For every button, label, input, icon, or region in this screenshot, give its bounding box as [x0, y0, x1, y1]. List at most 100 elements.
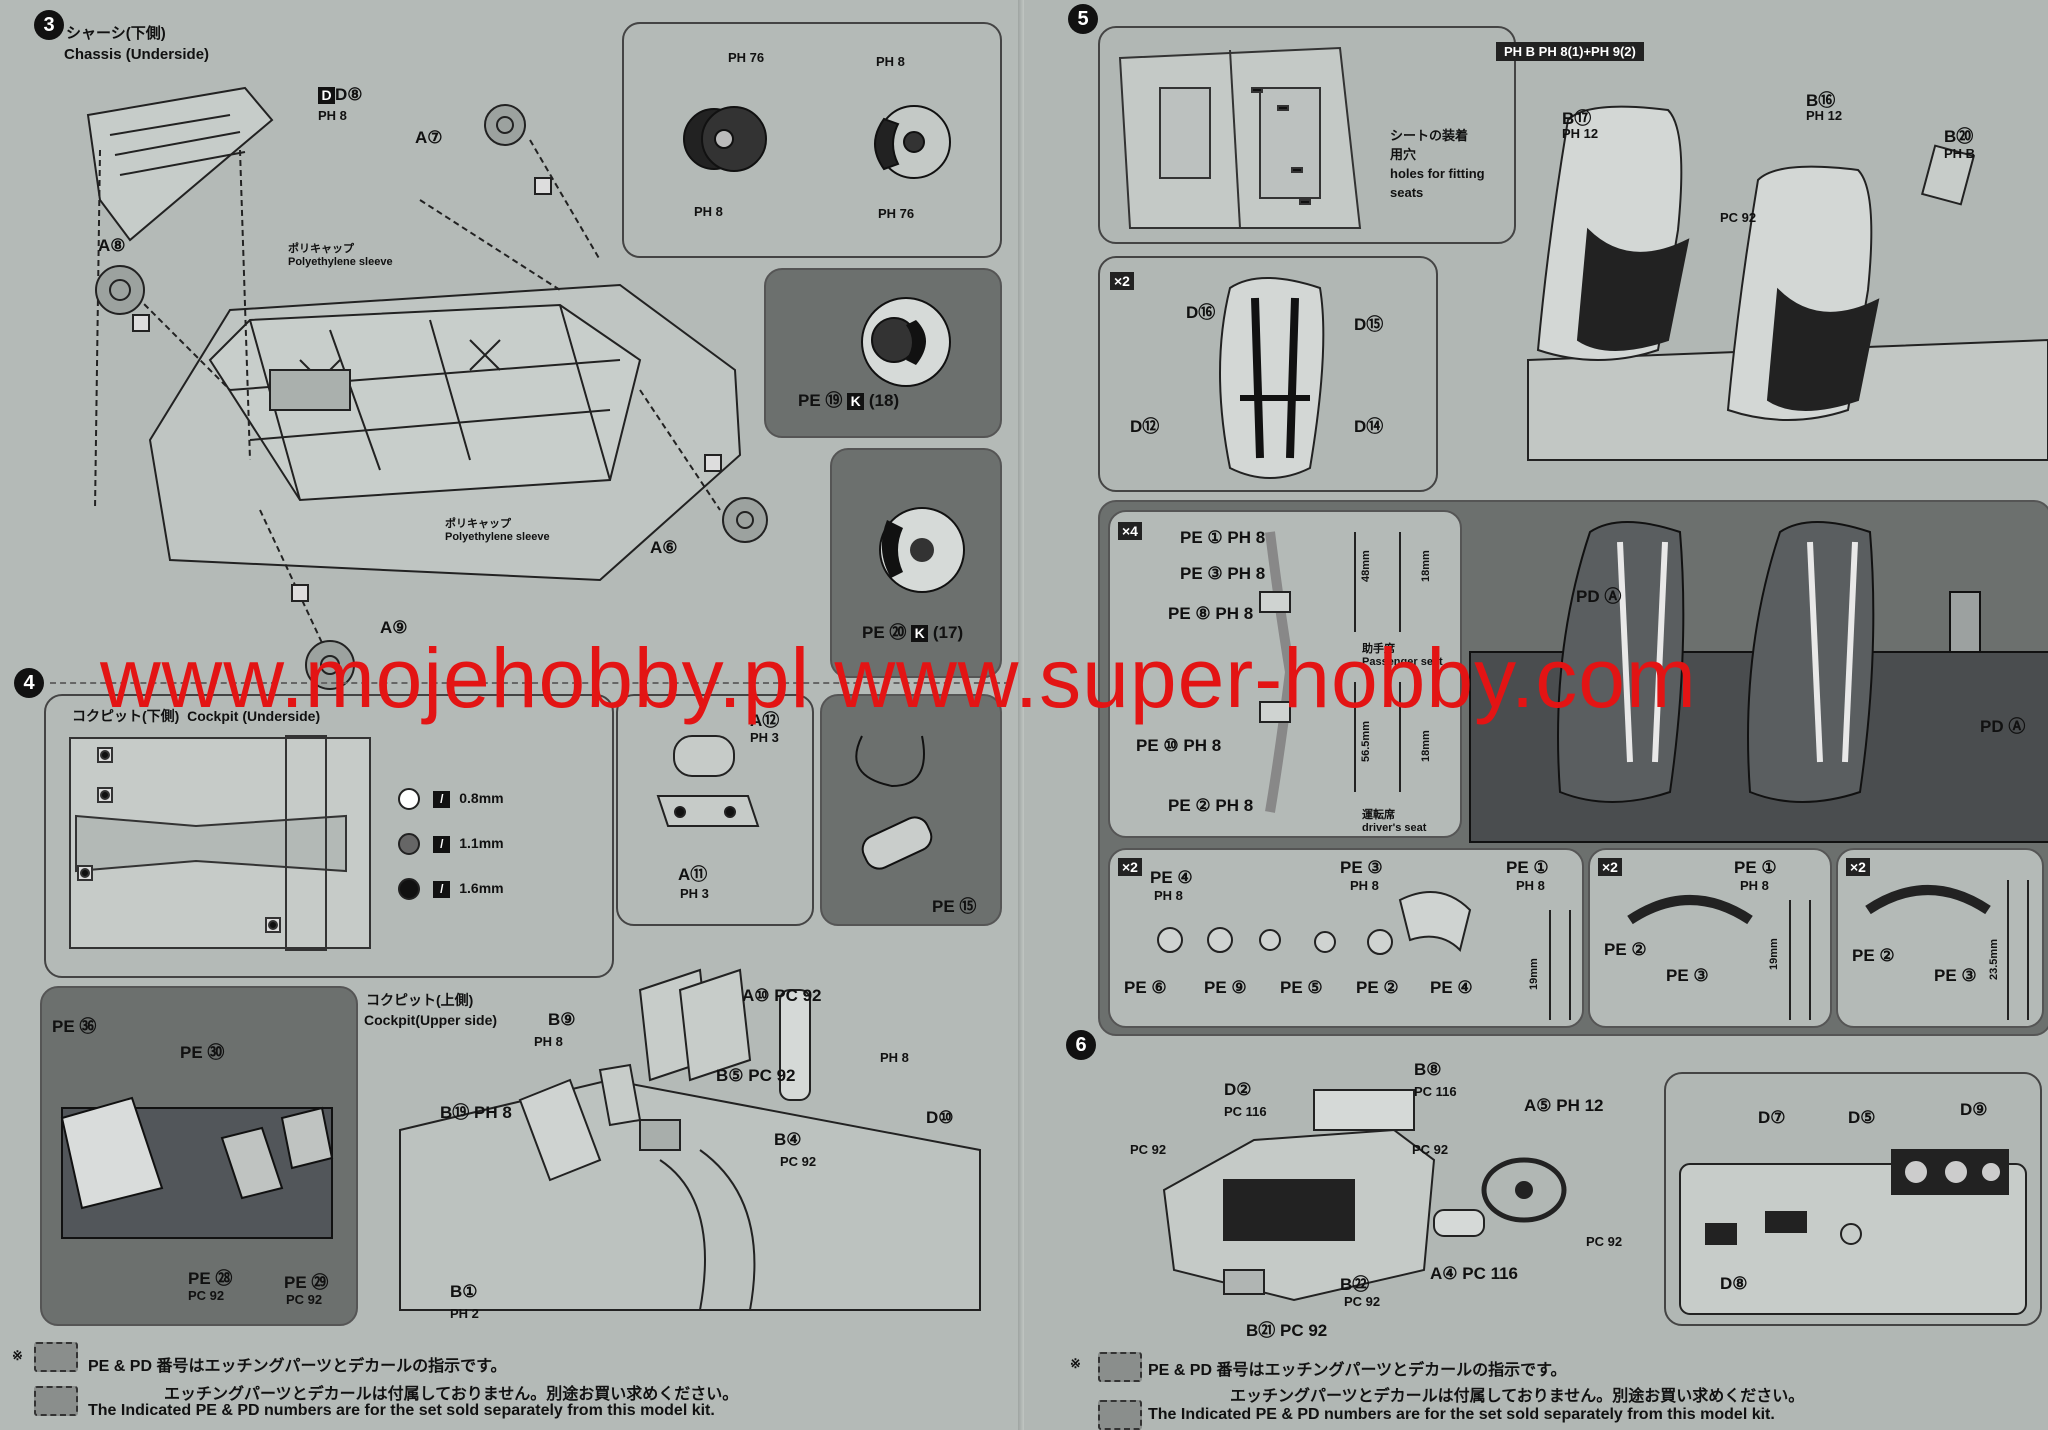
- passenger-seat-en: Passenger seat: [1362, 656, 1443, 668]
- poly-sleeve-en-1: Polyethylene sleeve: [288, 256, 393, 268]
- label-p2-pe2: PE ②: [1604, 940, 1647, 959]
- label-s6-a4: A④ PC 116: [1430, 1264, 1519, 1283]
- label-p2-pe1: PE ①: [1734, 858, 1777, 877]
- footer-mark-left: ※: [12, 1348, 23, 1363]
- label-ph3-a11: PH 3: [680, 886, 709, 901]
- drill-row-11: / 1.1mm: [398, 833, 504, 855]
- chassis-underside-drawing: [86, 86, 768, 690]
- watermark-text: www.mojehobby.pl www.super-hobby.com: [100, 631, 1697, 725]
- label-p3-pe3: PE ③: [1934, 966, 1977, 985]
- label-p3-pe2: PE ②: [1852, 946, 1895, 965]
- label-pc92-pe29: PC 92: [286, 1292, 323, 1307]
- seat-holes-label-en: holes for fitting seats: [1390, 166, 1485, 200]
- seat-holes-label-jp: シートの装着 用穴: [1390, 128, 1469, 162]
- footer-swatch-left-1: [34, 1342, 78, 1372]
- pe15-detail-box: PE ⑮: [820, 694, 1002, 926]
- label-b19: B⑲ PH 8: [440, 1103, 512, 1122]
- dim-19mm-a: 19mm: [1528, 958, 1540, 990]
- footer-mark-right: ※: [1070, 1356, 1081, 1371]
- label-p1-pe5: PE ⑤: [1280, 978, 1323, 997]
- label-p1-pe4: PE ④: [1150, 868, 1193, 887]
- passenger-seat-jp: 助手席: [1362, 643, 1395, 655]
- label-ph2-b1: PH 2: [450, 1306, 479, 1321]
- poly-sleeve-note-2: ポリキャップ Polyethylene sleeve: [445, 515, 550, 543]
- belt-part-box-1: ×2 PE ④ PH 8 PE ③ PH 8 PE ① PH 8 PE ⑥ PE…: [1108, 848, 1584, 1028]
- label-ph3-a12: PH 3: [750, 730, 779, 745]
- belt-box-3-multiplier: ×2: [1846, 858, 1870, 876]
- label-a7: A⑦: [415, 128, 443, 147]
- label-d12: D⑫: [1130, 417, 1160, 436]
- label-p1-ph8b: PH 8: [1350, 878, 1379, 893]
- label-pda-2: PD Ⓐ: [1980, 717, 2026, 736]
- step-6-number: 6: [1066, 1030, 1096, 1060]
- label-p2-pe3: PE ③: [1666, 966, 1709, 985]
- label-x4-pe2: PE ② PH 8: [1168, 796, 1254, 815]
- footer-swatch-right-2: [1098, 1400, 1142, 1430]
- label-b1: B①: [450, 1282, 478, 1301]
- belt-x4-multiplier: ×4: [1118, 522, 1142, 540]
- seats-install-drawing: [1527, 105, 2048, 461]
- label-ph8-b9: PH 8: [534, 1034, 563, 1049]
- label-ph12-b17: PH 12: [1562, 126, 1599, 141]
- label-p1-pe3: PE ③: [1340, 858, 1383, 877]
- drill-row-16: / 1.6mm: [398, 878, 504, 900]
- label-d14: D⑭: [1354, 417, 1384, 436]
- poly-sleeve-note-1: ポリキャップ Polyethylene sleeve: [288, 240, 393, 268]
- drill-hole-icon-16: [398, 878, 420, 900]
- step-3-title-jp: シャーシ(下側): [66, 25, 166, 42]
- dashboard-decal-drawing: [1679, 1149, 2027, 1315]
- label-p1-ph8a: PH 8: [1154, 888, 1183, 903]
- floor-pan-drawing: [1118, 46, 1362, 229]
- label-s6-pc116a: PC 116: [1224, 1104, 1267, 1119]
- footer-en-right: The Indicated PE & PD numbers are for th…: [1148, 1406, 1775, 1423]
- poly-sleeve-en-2: Polyethylene sleeve: [445, 531, 550, 543]
- label-ph12-b16: PH 12: [1806, 108, 1843, 123]
- label-b17: B⑰: [1562, 109, 1592, 128]
- horn-drawing: [656, 735, 760, 827]
- label-p2-ph8: PH 8: [1740, 878, 1769, 893]
- label-s6-b8: B⑧: [1414, 1060, 1442, 1079]
- label-ph8-extinguisher: PH 8: [880, 1050, 909, 1065]
- belt-part-box-2: ×2 PE ① PH 8 PE ② PE ③ 19mm: [1588, 848, 1832, 1028]
- dashboard-drawing: [1162, 1089, 1567, 1302]
- footer-swatch-left-2: [34, 1386, 78, 1416]
- driver-seat-en: driver's seat: [1362, 822, 1427, 834]
- dim-18mm-a: 18mm: [1420, 550, 1432, 582]
- step-3-number: 3: [34, 10, 64, 40]
- cockpit-upper-title-en: Cockpit(Upper side): [364, 1012, 498, 1028]
- pe19-disc-drawing: [861, 297, 951, 387]
- label-p1-ph8c: PH 8: [1516, 878, 1545, 893]
- seat-paint-ref-tag: PH B PH 8(1)+PH 9(2): [1496, 42, 1644, 61]
- label-x4-pe1: PE ① PH 8: [1180, 528, 1266, 547]
- seat-decal-drawing: [1219, 277, 1325, 479]
- label-pe20: PE ⑳ K (17): [862, 623, 964, 643]
- right-page: 5 シートの装着 用穴 holes for fitting seats PH B…: [1024, 0, 2048, 1430]
- label-b16: B⑯: [1806, 91, 1836, 110]
- label-ph8-bottom: PH 8: [694, 204, 723, 219]
- label-pc92-seat: PC 92: [1720, 210, 1757, 225]
- label-p1-pe4b: PE ④: [1430, 978, 1473, 997]
- label-pe15: PE ⑮: [932, 897, 977, 916]
- cockpit-underside-box: コクピット(下側) Cockpit (Underside) / 0.8mm / …: [44, 694, 614, 978]
- label-pe30: PE ㉚: [180, 1043, 225, 1062]
- label-s6-d8: D⑧: [1720, 1274, 1748, 1293]
- drill-row-08: / 0.8mm: [398, 788, 504, 810]
- label-ph76-top: PH 76: [728, 50, 765, 65]
- belt-parts-1-drawing: [1157, 891, 1571, 1020]
- drill-hole-icon-08: [398, 788, 420, 810]
- step-3-title-en: Chassis (Underside): [64, 46, 210, 63]
- label-p1-pe9: PE ⑨: [1204, 978, 1247, 997]
- label-d10: D⑩: [926, 1108, 954, 1127]
- belt-x4-drawing: [1259, 531, 1401, 813]
- cockpit-underside-drawing: [69, 735, 371, 951]
- label-pe36: PE ㊱: [52, 1017, 97, 1036]
- label-x4-pe3: PE ③ PH 8: [1180, 564, 1266, 583]
- label-s6-d2: D②: [1224, 1080, 1252, 1099]
- footer-en-left: The Indicated PE & PD numbers are for th…: [88, 1402, 715, 1419]
- footer-jp2-left: エッチングパーツとデカールは付属しておりません。別途お買い求めください。: [164, 1386, 739, 1403]
- label-ph76-bottom: PH 76: [878, 206, 915, 221]
- seat-belt-pe-box: PD Ⓐ PD Ⓐ ×4 PE ① PH 8 PE ③ PH 8 PE ⑧ PH…: [1098, 500, 2048, 1036]
- label-s6-pc92a: PC 92: [1130, 1142, 1167, 1157]
- dim-19mm-b: 19mm: [1768, 938, 1780, 970]
